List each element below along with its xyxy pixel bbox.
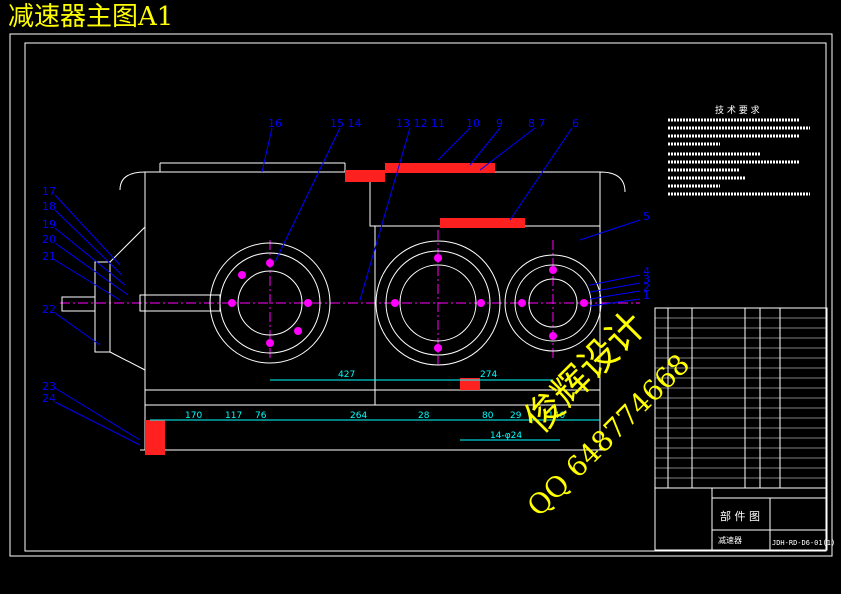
- dim-center-2: 274: [480, 370, 497, 380]
- center-lines: [60, 230, 640, 365]
- tech-req-heading: 技 术 要 求: [715, 104, 760, 116]
- callout-5: 5: [643, 210, 650, 223]
- leader-lines: [54, 127, 641, 446]
- section-hatch: [145, 163, 525, 455]
- callout-20: 20: [42, 233, 56, 246]
- callout-18: 18: [42, 200, 56, 213]
- dim-bottom-2: 117: [225, 411, 242, 421]
- callout-23: 23: [42, 380, 56, 393]
- callout-24: 24: [42, 392, 56, 405]
- callout-15-14: 15 14: [330, 117, 362, 130]
- callout-17: 17: [42, 185, 56, 198]
- bolt-holes: [228, 254, 588, 352]
- dim-bottom-8: 140: [548, 411, 565, 421]
- callout-13-12-11: 13 12 11: [396, 117, 445, 130]
- outer-frame: [9, 33, 833, 557]
- dim-bottom-4: 264: [350, 411, 367, 421]
- bearing-bores: [209, 240, 602, 366]
- drawing-number: JDH-RD-D6-01(1): [772, 539, 835, 547]
- callout-3: 3: [643, 273, 650, 286]
- part-name: 减速器: [718, 535, 742, 545]
- callout-6: 6: [572, 117, 579, 130]
- callout-19: 19: [42, 218, 56, 231]
- dim-bottom-3: 76: [255, 411, 267, 421]
- dim-center-1: 427: [338, 370, 355, 380]
- dim-bottom-1: 170: [185, 411, 202, 421]
- page-title: 减速器主图A1: [8, 2, 174, 32]
- dimension-labels: 427 274 170 117 76 264 28 80 29 140 14-φ…: [185, 370, 565, 441]
- callout-numbers: 16 15 14 13 12 11 10 9 8 7 6 17 18 19 20…: [42, 117, 650, 405]
- inner-frame: [24, 42, 827, 552]
- callout-21: 21: [42, 250, 56, 263]
- callout-2: 2: [643, 281, 650, 294]
- dimension-lines: [150, 379, 600, 441]
- callout-8-7: 8 7: [528, 117, 546, 130]
- dim-bottom-6: 80: [482, 411, 494, 421]
- callout-16: 16: [268, 117, 282, 130]
- callout-4: 4: [643, 265, 650, 278]
- drawing-type: 部 件 图: [720, 509, 760, 523]
- tech-req-lines: [668, 118, 810, 196]
- callout-10: 10: [466, 117, 480, 130]
- title-block: [654, 487, 828, 551]
- dim-bottom-5: 28: [418, 411, 430, 421]
- dim-bottom-7: 29: [510, 411, 522, 421]
- callout-1: 1: [643, 289, 650, 302]
- callout-9: 9: [496, 117, 503, 130]
- parts-list-rows: [655, 317, 827, 479]
- dim-overall: 14-φ24: [490, 431, 522, 441]
- callout-22: 22: [42, 303, 56, 316]
